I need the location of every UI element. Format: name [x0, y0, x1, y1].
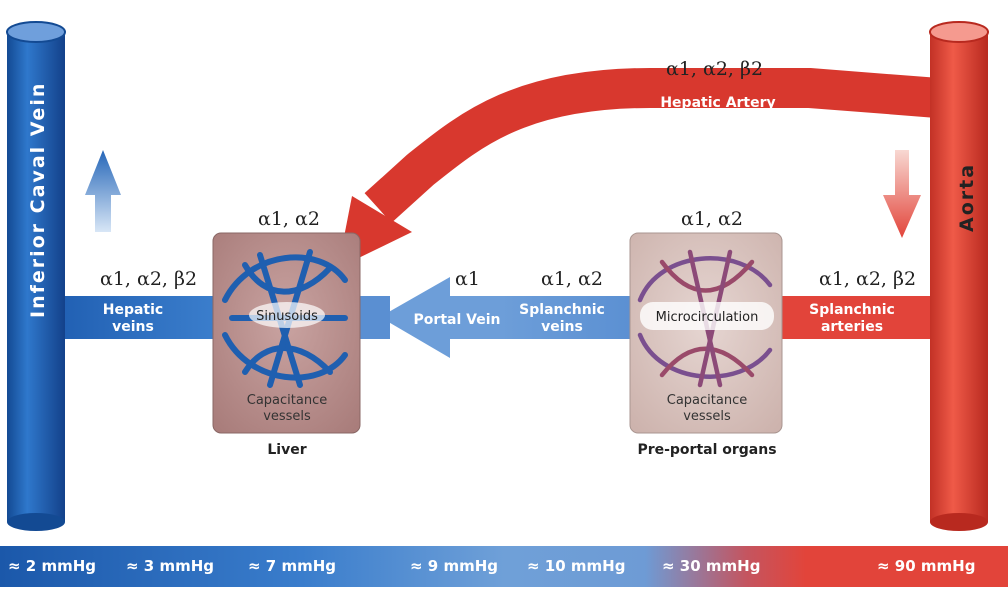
pressure-value-2: ≈ 3 mmHg	[126, 557, 214, 575]
upward-flow-arrow	[85, 150, 121, 232]
microcirculation-highlight	[640, 302, 774, 330]
splanchnic-veins-label-2: veins	[541, 319, 583, 335]
aorta-label: Aorta	[956, 163, 978, 232]
preportal-title: Pre-portal organs	[637, 442, 776, 458]
liver-capacitance-label-1: Capacitance	[247, 393, 327, 408]
liver-sinusoids-highlight	[249, 302, 325, 328]
splanchnic-arteries-label-2: arteries	[821, 319, 883, 335]
microcirculation-label: Microcirculation	[656, 310, 759, 325]
aorta-bottom	[930, 513, 988, 531]
aorta-top-opening	[929, 21, 989, 43]
pressure-value-7: ≈ 90 mmHg	[877, 557, 975, 575]
preportal-capacitance-label-2: vessels	[683, 409, 731, 424]
preportal-receptors: α1, α2	[681, 208, 743, 230]
splanchnic-arteries-label-1: Splanchnic	[809, 302, 895, 318]
portal-vein-arrow	[380, 277, 505, 358]
aorta-tube	[930, 32, 988, 522]
pressure-value-1: ≈ 2 mmHg	[8, 557, 96, 575]
splanchnic-veins-vessel	[500, 296, 640, 339]
caval-vein-bottom	[7, 513, 65, 531]
liver-portal-connector	[360, 296, 390, 339]
hepatic-veins-receptors: α1, α2, β2	[100, 268, 197, 290]
splanchnic-arteries-receptors: α1, α2, β2	[819, 268, 916, 290]
pressure-value-5: ≈ 10 mmHg	[527, 557, 625, 575]
hepatic-veins-label-2: veins	[112, 319, 154, 335]
splanchnic-arteries-vessel	[770, 296, 940, 339]
sinusoids-label: Sinusoids	[256, 309, 318, 324]
portal-vein-label: Portal Vein	[414, 312, 501, 328]
liver-title: Liver	[267, 442, 306, 458]
hepatic-artery-vessel	[364, 68, 940, 223]
inferior-caval-vein-label: Inferior Caval Vein	[27, 82, 49, 318]
splanchnic-veins-label-1: Splanchnic	[519, 302, 605, 318]
liver-capacitance-label-2: vessels	[263, 409, 311, 424]
preportal-capacitance-label-1: Capacitance	[667, 393, 747, 408]
pressure-value-3: ≈ 7 mmHg	[248, 557, 336, 575]
splanchnic-veins-receptors: α1, α2	[541, 268, 603, 290]
caval-vein-top-opening	[6, 21, 66, 43]
portal-vein-receptors: α1	[455, 268, 480, 290]
liver-receptors: α1, α2	[258, 208, 320, 230]
inferior-caval-vein-tube	[7, 32, 65, 522]
downward-flow-arrow	[883, 150, 921, 238]
hepatic-veins-vessel	[60, 296, 220, 339]
pressure-gradient-bar	[0, 546, 1008, 587]
hepatic-veins-label-1: Hepatic	[103, 302, 163, 318]
pressure-value-4: ≈ 9 mmHg	[410, 557, 498, 575]
hepatic-artery-label: Hepatic Artery	[660, 95, 775, 111]
pressure-value-6: ≈ 30 mmHg	[662, 557, 760, 575]
hepatic-artery-pressure: ≈ 90 mmHg	[672, 112, 764, 128]
hepatic-artery-receptors: α1, α2, β2	[666, 58, 763, 80]
